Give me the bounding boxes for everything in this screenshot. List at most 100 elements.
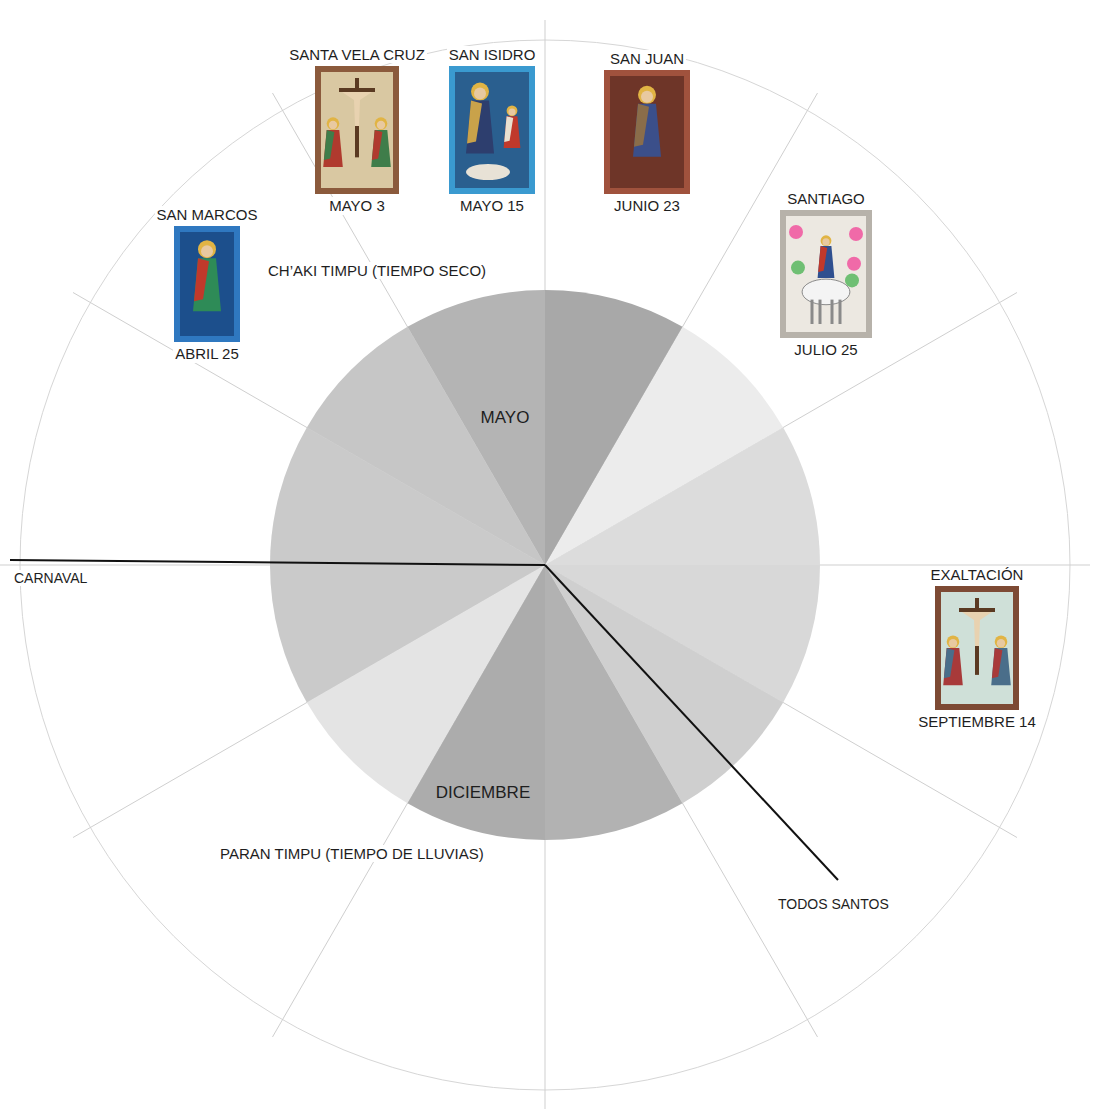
head bbox=[641, 91, 653, 103]
month-name: MAYO bbox=[479, 408, 532, 428]
picture-frame bbox=[780, 210, 872, 338]
saint-niche: SANTIAGO JULIO 25 bbox=[780, 190, 872, 359]
halo bbox=[821, 236, 832, 247]
robe bbox=[943, 648, 963, 685]
cross bbox=[959, 608, 995, 612]
halo bbox=[638, 86, 656, 104]
saint-figure bbox=[633, 86, 661, 157]
saint-figure bbox=[193, 240, 221, 311]
feast-marker-label: TODOS SANTOS bbox=[776, 896, 891, 912]
picture-frame bbox=[174, 226, 240, 342]
niche bbox=[786, 216, 866, 332]
robe bbox=[193, 258, 221, 311]
mantle bbox=[372, 130, 383, 160]
feast-marker-label: CARNAVAL bbox=[12, 570, 89, 586]
halo bbox=[507, 106, 518, 117]
robe bbox=[504, 116, 521, 148]
oxen bbox=[466, 164, 510, 180]
mantle bbox=[992, 648, 1003, 678]
saint-figure bbox=[943, 598, 1011, 685]
season-name: PARAN TIMPU (TIEMPO DE LLUVIAS) bbox=[218, 845, 486, 862]
saint-niche: EXALTACIÓN SEPTIEMBRE 14 bbox=[916, 566, 1038, 731]
saint-niche: SAN ISIDRO MAYO 15 bbox=[447, 46, 538, 215]
mantle bbox=[324, 130, 335, 160]
halo bbox=[198, 240, 216, 258]
halo bbox=[471, 83, 489, 101]
mantle bbox=[194, 258, 209, 301]
niche bbox=[180, 232, 234, 336]
crucified-figure bbox=[962, 612, 992, 646]
saint-name: SAN MARCOS bbox=[155, 206, 260, 223]
paper-flower bbox=[849, 227, 863, 241]
niche bbox=[455, 72, 529, 188]
robe bbox=[371, 130, 391, 167]
saint-picture bbox=[174, 226, 240, 342]
saint-name: SAN JUAN bbox=[608, 50, 686, 67]
feast-date: SEPTIEMBRE 14 bbox=[916, 713, 1038, 730]
mantle bbox=[818, 246, 827, 272]
saint-picture bbox=[315, 66, 399, 194]
robe bbox=[466, 101, 494, 154]
head bbox=[997, 639, 1005, 647]
paper-flower bbox=[847, 257, 861, 271]
feast-date: MAYO 15 bbox=[458, 197, 526, 214]
head bbox=[949, 639, 957, 647]
halo bbox=[995, 636, 1008, 649]
horse-leg bbox=[819, 300, 822, 324]
saint-figure bbox=[789, 225, 863, 324]
horse-leg bbox=[811, 300, 814, 324]
saint-picture bbox=[935, 586, 1019, 710]
robe bbox=[633, 104, 661, 157]
month-sector bbox=[545, 565, 820, 703]
saint-figure bbox=[323, 78, 391, 167]
picture-frame bbox=[315, 66, 399, 194]
saint-niche: SAN JUAN JUNIO 23 bbox=[604, 50, 690, 215]
mantle bbox=[504, 116, 513, 142]
saint-name: EXALTACIÓN bbox=[929, 566, 1026, 583]
niche bbox=[321, 72, 393, 188]
mantle bbox=[634, 104, 649, 147]
paper-flower bbox=[789, 225, 803, 239]
head bbox=[822, 239, 829, 246]
robe bbox=[818, 246, 835, 278]
saint-name: SAN ISIDRO bbox=[447, 46, 538, 63]
feast-date: MAYO 3 bbox=[327, 197, 387, 214]
picture-frame bbox=[935, 586, 1019, 710]
head bbox=[377, 121, 385, 129]
month-name: DICIEMBRE bbox=[434, 783, 532, 803]
head bbox=[329, 121, 337, 129]
feast-date: ABRIL 25 bbox=[173, 345, 241, 362]
month-sector bbox=[545, 290, 683, 565]
saint-niche: SAN MARCOS ABRIL 25 bbox=[155, 206, 260, 363]
paper-flower bbox=[845, 274, 859, 288]
season-name: CH’AKI TIMPU (TIEMPO SECO) bbox=[266, 262, 488, 279]
saint-figure bbox=[466, 83, 520, 180]
horse bbox=[802, 279, 850, 305]
halo bbox=[327, 118, 340, 131]
picture-frame bbox=[604, 70, 690, 194]
mantle bbox=[467, 101, 482, 144]
feast-marker-line bbox=[545, 565, 838, 880]
month-sector bbox=[408, 565, 546, 840]
saint-picture bbox=[449, 66, 535, 194]
picture-frame bbox=[449, 66, 535, 194]
horse-leg bbox=[831, 300, 834, 324]
niche bbox=[610, 76, 684, 188]
halo bbox=[375, 118, 388, 131]
halo bbox=[947, 636, 960, 649]
mantle bbox=[944, 648, 955, 678]
feast-date: JULIO 25 bbox=[792, 341, 859, 358]
saint-picture bbox=[604, 70, 690, 194]
head bbox=[474, 88, 486, 100]
crucified-figure bbox=[342, 92, 372, 126]
horse-leg bbox=[839, 300, 842, 324]
saint-picture bbox=[780, 210, 872, 338]
feast-date: JUNIO 23 bbox=[612, 197, 682, 214]
saint-niche: SANTA VELA CRUZMAYO 3 bbox=[287, 46, 427, 215]
paper-flower bbox=[791, 261, 805, 275]
head bbox=[201, 245, 213, 257]
robe bbox=[323, 130, 343, 167]
saint-name: SANTIAGO bbox=[785, 190, 867, 207]
robe bbox=[991, 648, 1011, 685]
